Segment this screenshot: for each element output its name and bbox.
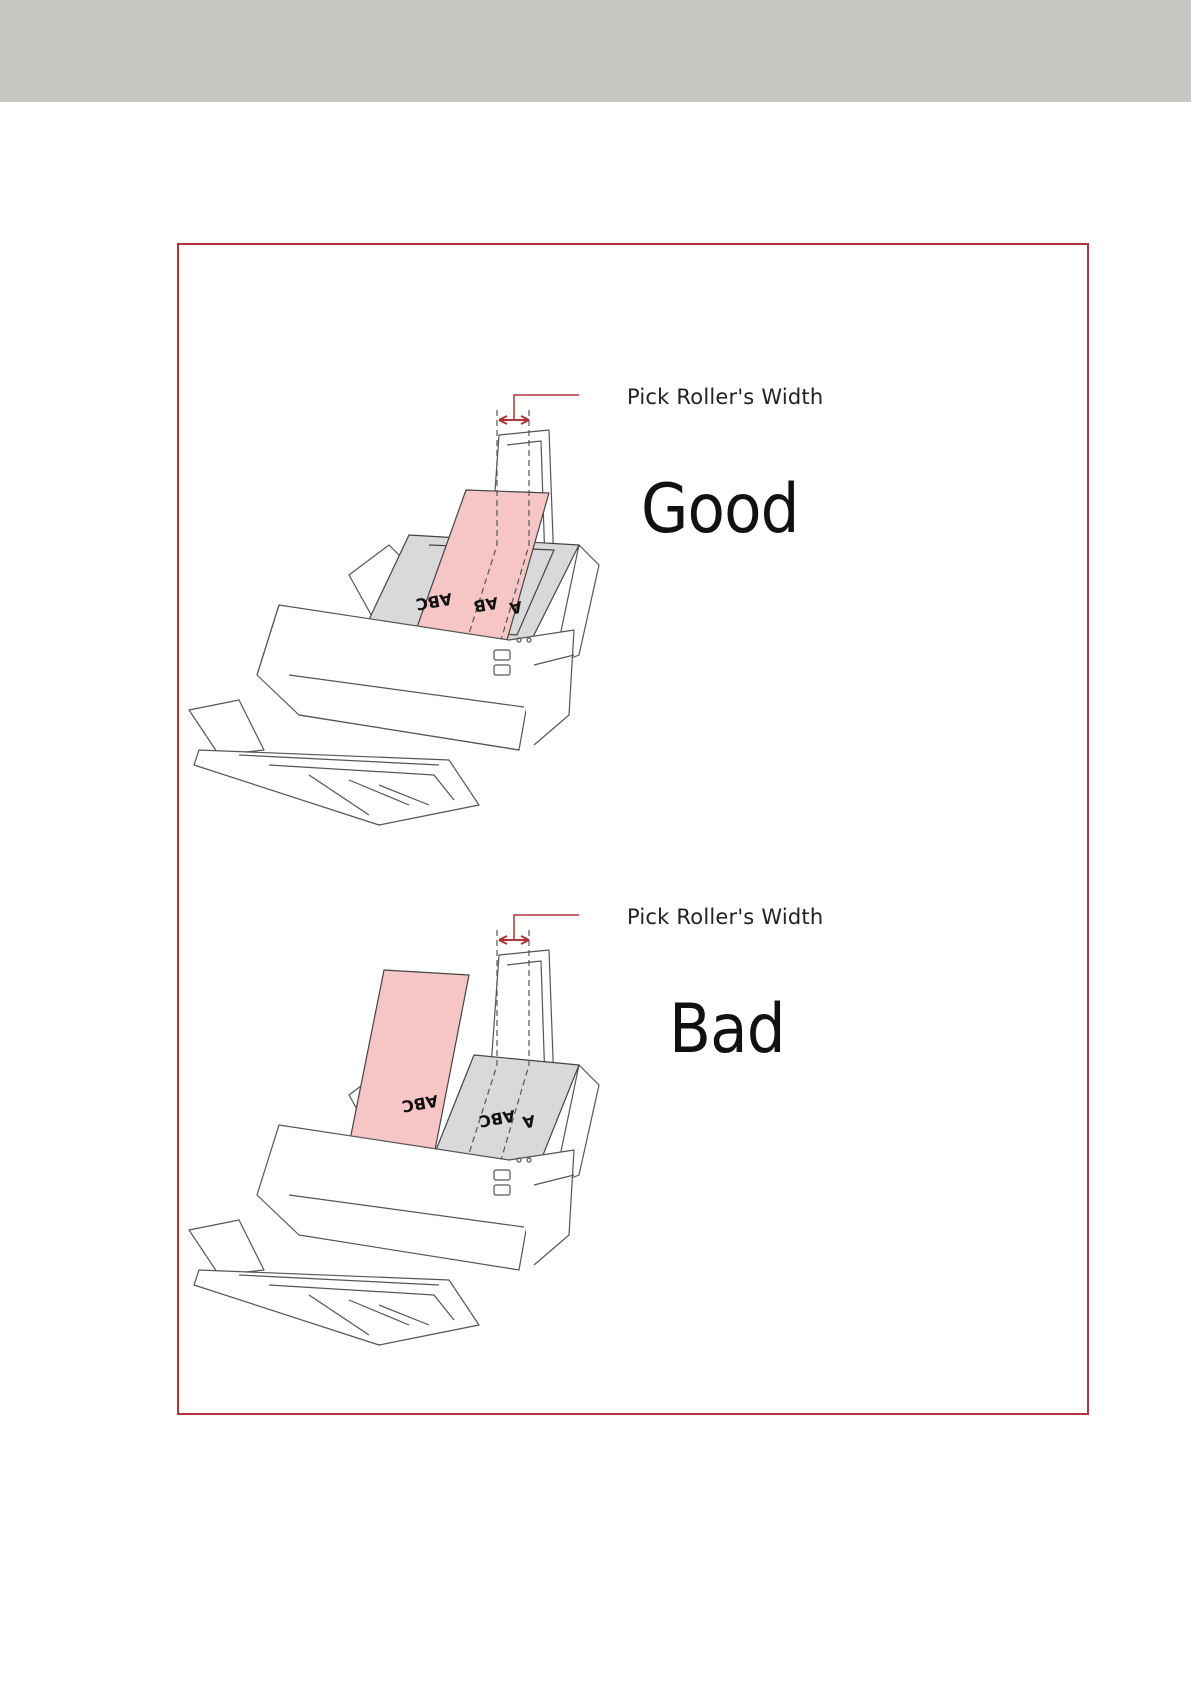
pick-roller-width-callout: Pick Roller's Width bbox=[627, 385, 823, 409]
bad-label: Bad bbox=[669, 990, 785, 1069]
page-header-band bbox=[0, 0, 1191, 102]
figure-frame: ABC AB A Pick Roller's Width Good bbox=[177, 243, 1089, 1415]
bad-panel: ABC ABC A Pick Roller's Width Bad bbox=[179, 765, 1091, 1285]
pick-roller-width-callout: Pick Roller's Width bbox=[627, 905, 823, 929]
scanner-bad-illustration: ABC ABC A bbox=[179, 765, 1091, 1365]
good-label: Good bbox=[641, 470, 799, 549]
good-panel: ABC AB A Pick Roller's Width Good bbox=[179, 245, 1091, 765]
scanner-good-illustration: ABC AB A bbox=[179, 245, 1091, 845]
